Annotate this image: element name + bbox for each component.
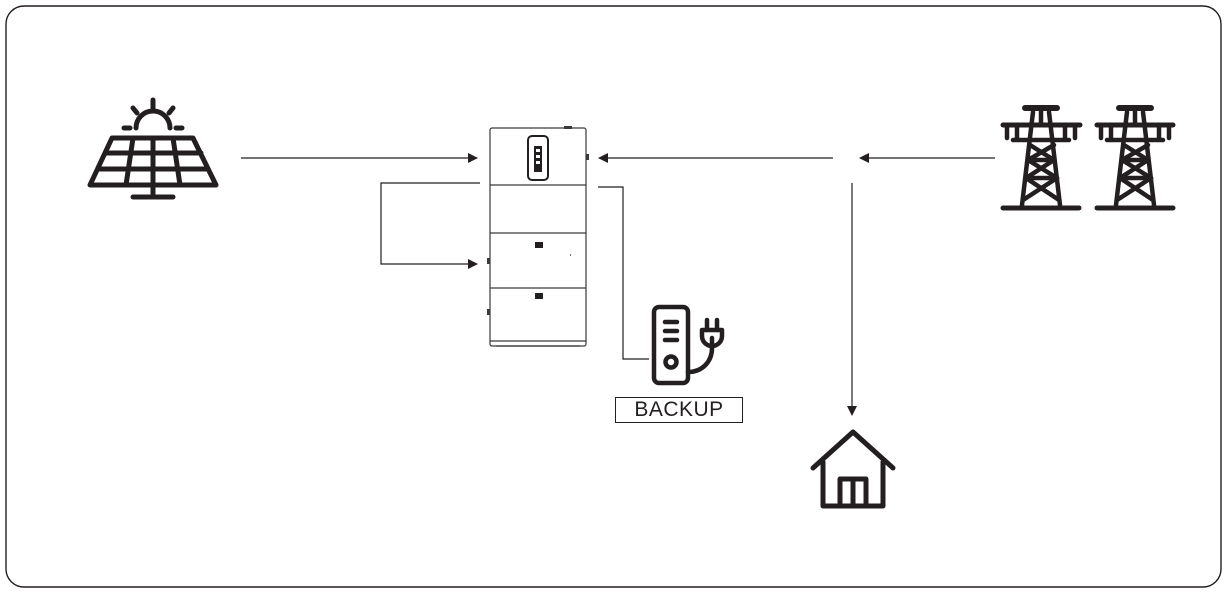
flow-connectors [241, 158, 995, 415]
backup-load-plug-icon [654, 307, 722, 383]
inverter-battery-stack-icon [487, 126, 589, 346]
solar-panel-icon [90, 100, 216, 197]
power-pylon-icon [1003, 108, 1173, 208]
arrow-inverter-to-battery [381, 183, 480, 264]
diagram-frame [6, 6, 1221, 587]
line-inverter-to-backup [598, 187, 649, 359]
house-icon [813, 432, 893, 506]
backup-label: BACKUP [615, 397, 743, 423]
